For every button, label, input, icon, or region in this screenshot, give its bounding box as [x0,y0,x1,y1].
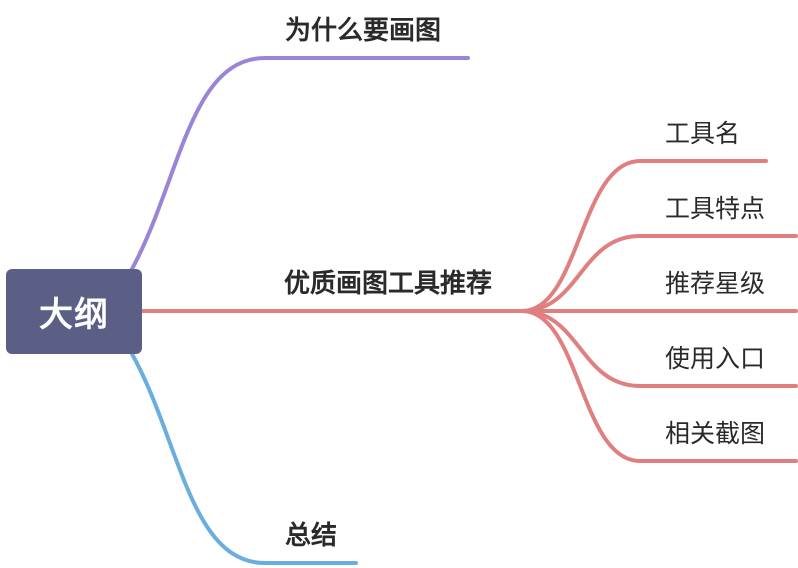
root-node[interactable]: 大纲 [6,269,142,354]
edge-sub-1 [520,159,768,313]
branch-topic-3[interactable]: 总结 [285,521,338,551]
subtopic-2[interactable]: 工具特点 [665,194,766,223]
root-node-label: 大纲 [39,295,109,335]
branch-topic-1[interactable]: 为什么要画图 [285,16,442,46]
edge-branch-1 [130,56,470,271]
edge-branch-3 [130,352,358,565]
edge-sub-4 [520,309,798,388]
edge-sub-2 [520,234,798,313]
edge-sub-5 [520,309,798,463]
subtopic-5[interactable]: 相关截图 [665,419,766,448]
branch-topic-2[interactable]: 优质画图工具推荐 [284,269,493,299]
subtopic-4[interactable]: 使用入口 [665,344,766,373]
subtopic-3[interactable]: 推荐星级 [665,269,766,298]
subtopic-1[interactable]: 工具名 [665,119,741,148]
